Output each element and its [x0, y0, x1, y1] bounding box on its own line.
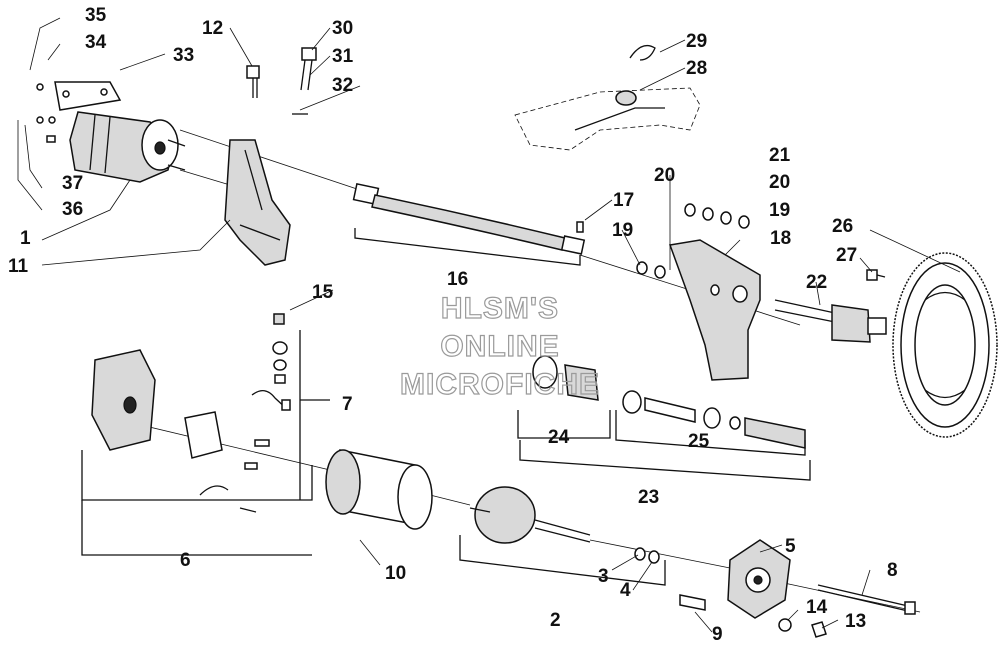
callout-18: 18 [770, 228, 791, 249]
callout-19a: 19 [612, 220, 633, 241]
ring-gear-part [892, 252, 998, 438]
callout-10: 10 [385, 563, 406, 584]
callout-26: 26 [832, 216, 853, 237]
callout-11: 11 [8, 256, 29, 277]
callout-21: 21 [769, 145, 791, 166]
callout-37: 37 [62, 173, 83, 194]
callout-17: 17 [613, 190, 634, 211]
callout-7: 7 [342, 394, 353, 415]
pinion-shaft-part [774, 299, 887, 343]
callout-15: 15 [312, 282, 334, 303]
callout-6: 6 [180, 550, 191, 571]
callout-36: 36 [62, 199, 83, 220]
callout-14: 14 [806, 597, 828, 618]
callout-35: 35 [85, 5, 107, 26]
armature-part [469, 486, 660, 564]
bolt-27-part [866, 269, 886, 281]
callout-32: 32 [332, 75, 353, 96]
callout-20a: 20 [654, 165, 675, 186]
callout-25: 25 [688, 431, 710, 452]
leader-lines [17, 17, 961, 633]
watermark-line-1: HLSM'S [441, 292, 559, 325]
callout-27: 27 [836, 245, 857, 266]
callout-31: 31 [332, 46, 354, 67]
chassis-bracket-part [514, 44, 701, 151]
callout-33: 33 [173, 45, 194, 66]
callout-9: 9 [712, 624, 723, 645]
callout-2: 2 [550, 610, 561, 631]
housing-part [325, 449, 433, 530]
shaft-part [352, 182, 586, 255]
callout-13: 13 [845, 611, 866, 632]
callout-34: 34 [85, 32, 107, 53]
callout-24: 24 [548, 427, 570, 448]
group-brackets [81, 228, 811, 586]
callout-1: 1 [20, 228, 31, 249]
small-fasteners-left [36, 83, 56, 143]
mount-bracket-part [224, 139, 291, 266]
brush-parts [251, 313, 291, 411]
watermark: HLSM'S ONLINE MICROFICHE [399, 291, 600, 401]
starter-motor-part [69, 111, 186, 183]
callout-28: 28 [686, 58, 707, 79]
callout-29: 29 [686, 31, 707, 52]
callout-22: 22 [806, 272, 827, 293]
callout-labels: 1 1 2 3 4 5 6 7 8 9 10 11 12 13 14 15 16… [8, 5, 898, 645]
washers-part [636, 203, 750, 279]
callout-12: 12 [202, 18, 223, 39]
callout-20b: 20 [769, 172, 790, 193]
bolt-part [246, 47, 317, 115]
drive-assembly-part [532, 355, 806, 449]
callout-23: 23 [638, 487, 659, 508]
bracket-part [54, 81, 122, 111]
callout-8: 8 [887, 560, 898, 581]
callout-3: 3 [598, 566, 609, 587]
callout-16: 16 [447, 269, 468, 290]
callout-4: 4 [620, 580, 631, 601]
callout-19b: 19 [769, 200, 790, 221]
end-plate-part [679, 539, 916, 638]
watermark-line-3: MICROFICHE [400, 368, 600, 401]
callout-30: 30 [332, 18, 353, 39]
support-bracket-part [668, 239, 761, 381]
end-cap-part [91, 349, 270, 513]
callout-5: 5 [785, 536, 796, 557]
watermark-line-2: ONLINE [440, 330, 559, 363]
